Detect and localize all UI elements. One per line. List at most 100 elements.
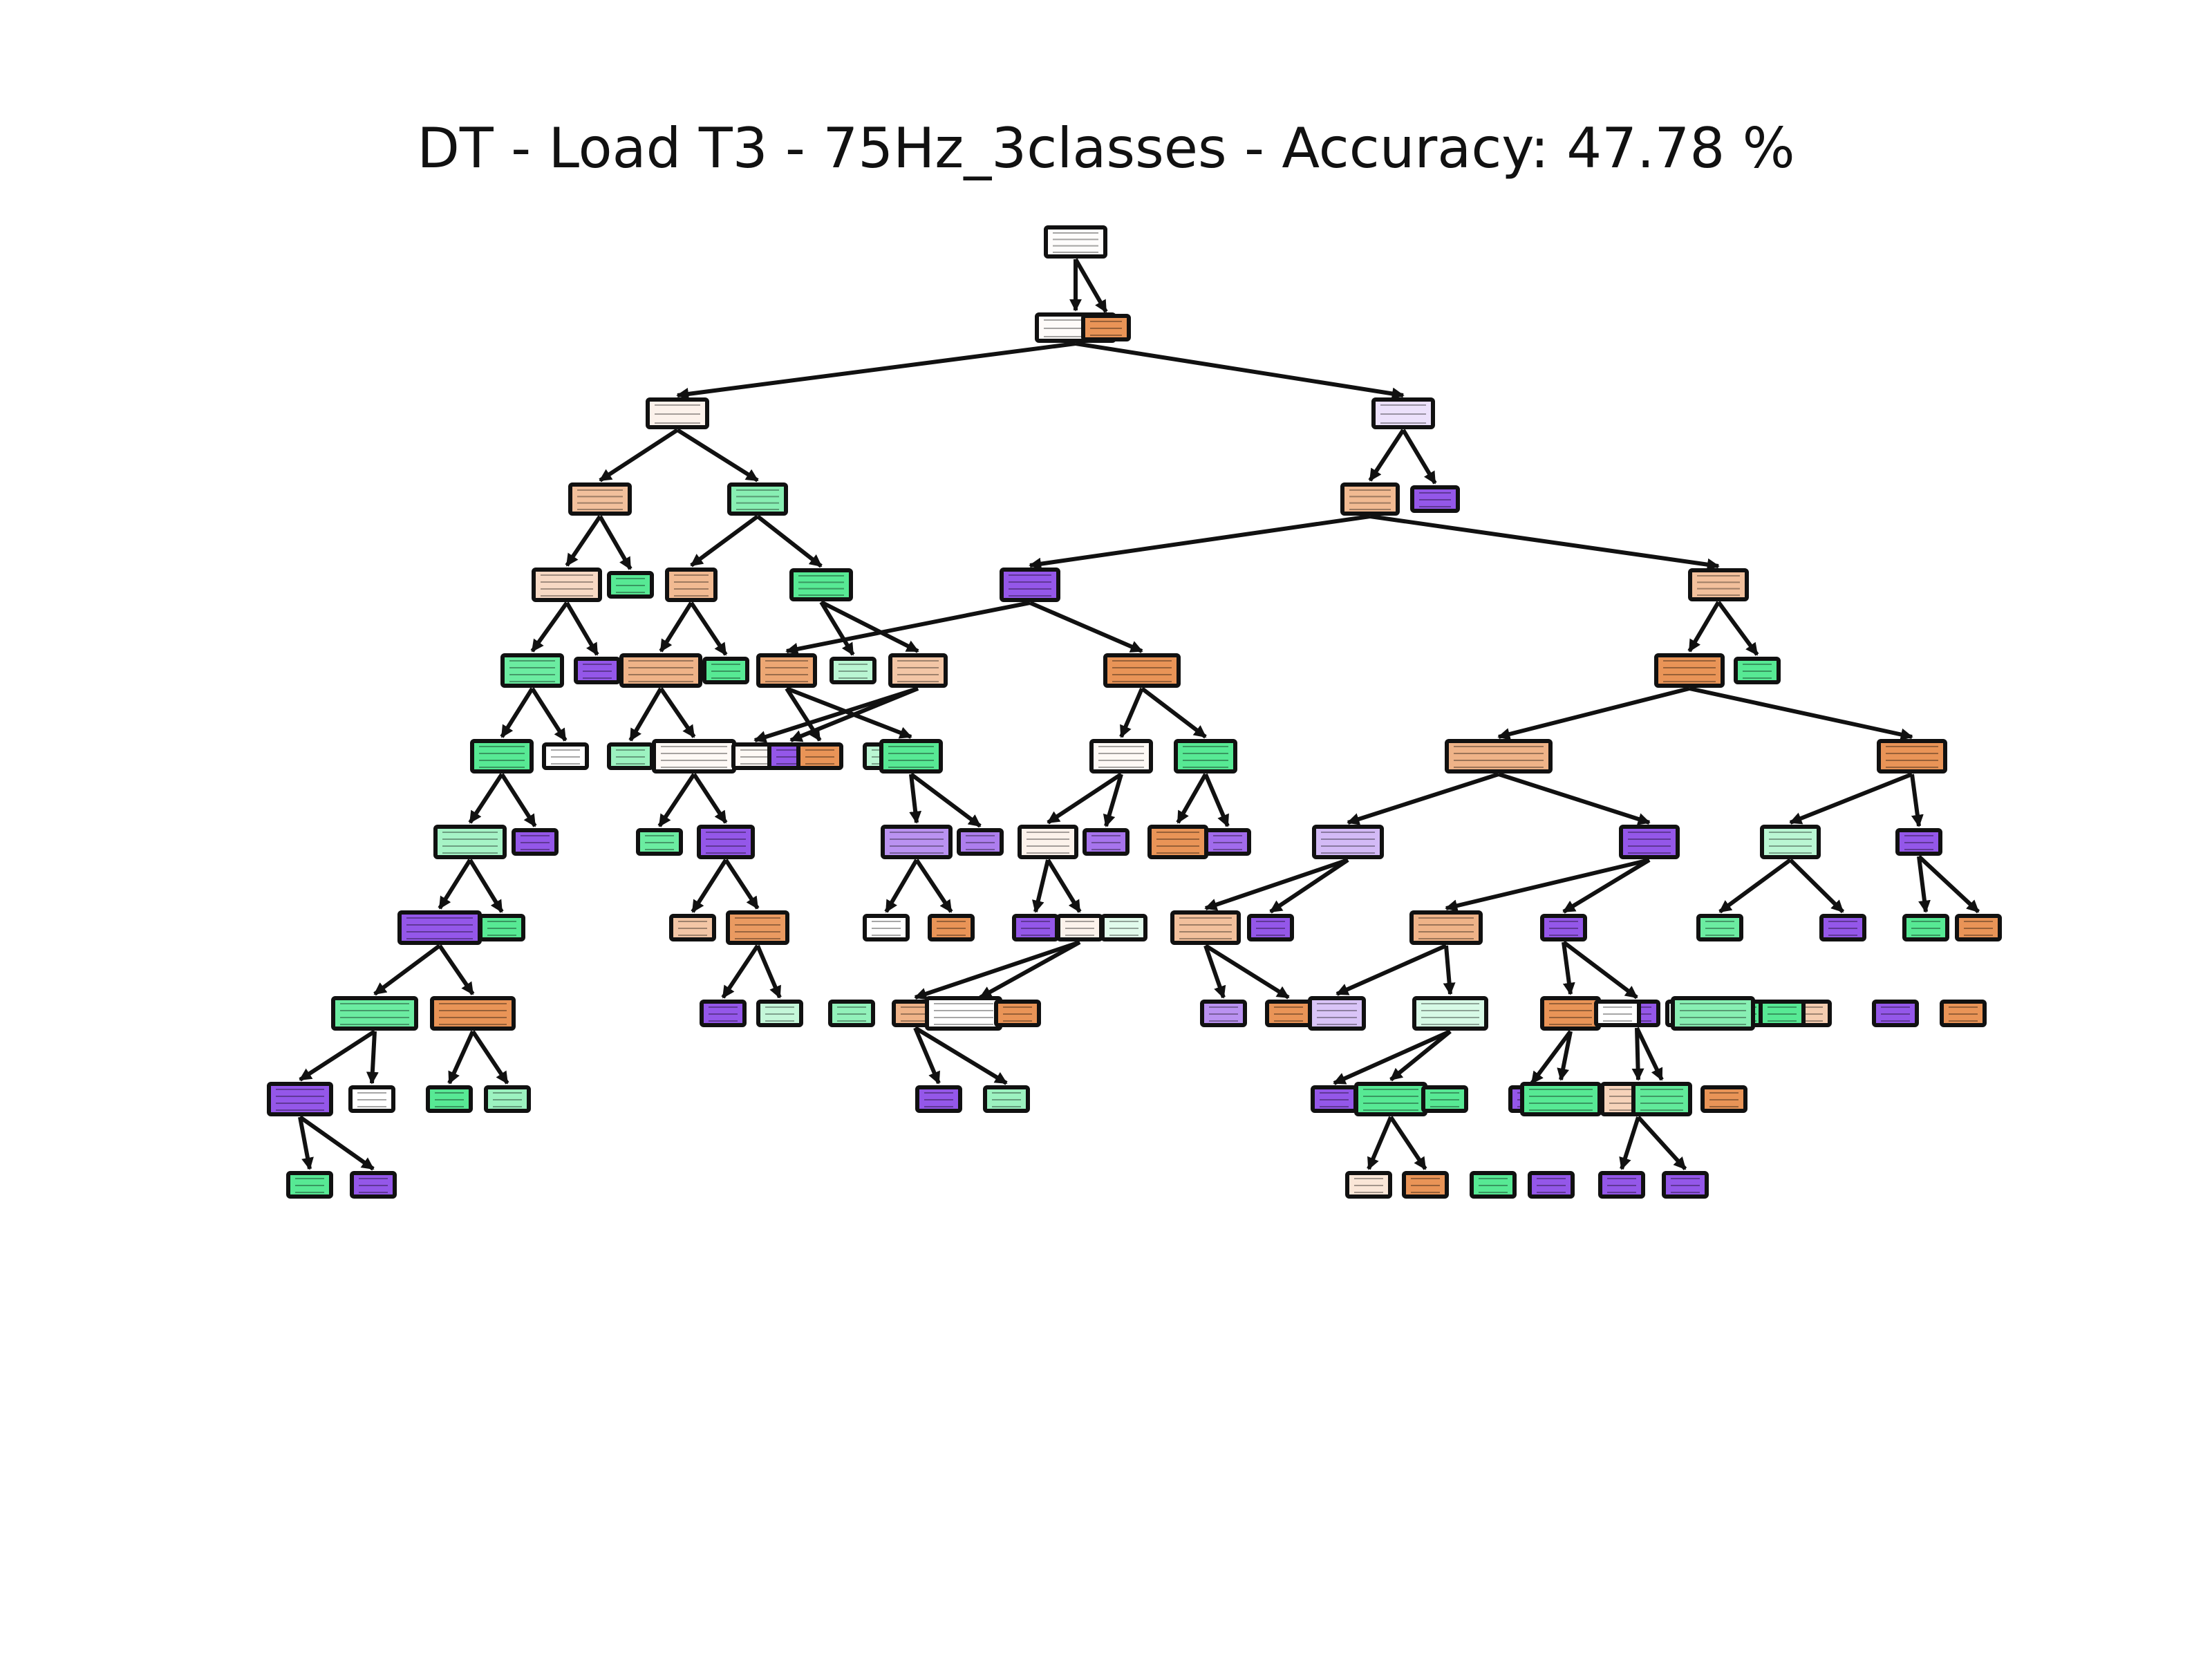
- tree-node-n40: [636, 828, 683, 856]
- tree-node-n112: [1598, 1171, 1645, 1199]
- tree-edge-n11-n17: [659, 601, 693, 653]
- tree-edge-n5-n10: [598, 515, 632, 570]
- tree-node-n70: [430, 996, 516, 1031]
- tree-node-n105: [1700, 1085, 1747, 1113]
- tree-node-n57: [928, 914, 975, 941]
- tree-node-n96: [915, 1085, 962, 1113]
- tree-node-n49: [1619, 825, 1680, 859]
- tree-node-n92: [267, 1082, 333, 1116]
- tree-node-n20: [756, 653, 817, 688]
- tree-node-n16: [574, 657, 621, 684]
- tree-node-n56: [863, 914, 910, 941]
- tree-edge-n15-n25: [500, 687, 534, 738]
- tree-edge-n103-n112: [1619, 1116, 1640, 1170]
- tree-node-n26: [542, 742, 589, 770]
- tree-node-n9: [532, 568, 602, 602]
- tree-edge-n103-n113: [1636, 1115, 1687, 1171]
- tree-edge-n50-n66: [1788, 858, 1845, 914]
- tree-edge-n59-n75: [979, 940, 1081, 1000]
- tree-node-n55: [726, 910, 789, 945]
- tree-edge-n28-n41: [692, 773, 728, 824]
- tree-edge-n13-n22: [1029, 601, 1143, 653]
- tree-node-n14: [1688, 568, 1749, 601]
- tree-node-n35: [1174, 739, 1237, 774]
- tree-node-n97: [983, 1085, 1030, 1113]
- tree-edge-n15-n26: [530, 687, 568, 742]
- tree-edge-n20-n33: [785, 686, 912, 739]
- tree-node-n39: [512, 828, 559, 856]
- tree-edge-n55-n71: [721, 944, 760, 999]
- tree-node-n113: [1662, 1171, 1709, 1199]
- tree-edge-n1-n3: [676, 341, 1076, 400]
- tree-edge-n61-n78: [1203, 945, 1226, 999]
- tree-node-n64: [1540, 914, 1587, 941]
- tree-edge-n13-n20: [785, 601, 1031, 655]
- tree-node-n44: [1018, 825, 1078, 859]
- tree-node-n33: [879, 739, 943, 774]
- tree-edge-n70-n95: [471, 1030, 509, 1085]
- tree-edge-n37-n50: [1789, 772, 1913, 825]
- tree-node-n31: [796, 742, 843, 770]
- tree-edge-n25-n38: [468, 773, 504, 824]
- tree-edge-n35-n47: [1203, 773, 1230, 827]
- tree-edge-n4-n8: [1401, 429, 1437, 485]
- tree-node-n81: [1412, 996, 1488, 1031]
- tree-node-n87: [1872, 1000, 1919, 1027]
- tree-edges: [298, 258, 1980, 1171]
- tree-node-n37: [1877, 739, 1947, 774]
- tree-edge-n99-n108: [1367, 1116, 1393, 1170]
- tree-node-n93: [348, 1085, 395, 1113]
- tree-edge-n81-n99: [1389, 1029, 1452, 1082]
- tree-edge-n17-n27: [628, 687, 663, 742]
- tree-node-n90: [1671, 996, 1755, 1031]
- tree-edge-n44-n59: [1046, 859, 1082, 913]
- tree-edge-n74-n96: [913, 1027, 941, 1085]
- tree-edge-n20-n31: [785, 687, 822, 742]
- tree-edge-n70-n94: [447, 1030, 475, 1085]
- tree-edge-n23-n36: [1497, 686, 1690, 740]
- tree-node-n4: [1371, 397, 1435, 429]
- tree-edge-n51-n68: [1917, 854, 1980, 914]
- tree-node-n17: [619, 653, 702, 688]
- tree-edge-n44-n58: [1032, 859, 1050, 913]
- tree-node-n104: [1631, 1082, 1692, 1116]
- tree-edge-n7-n14: [1369, 514, 1720, 571]
- tree-node-n12: [789, 568, 853, 601]
- tree-edge-n99-n109: [1389, 1116, 1427, 1170]
- tree-edge-n38-n52: [438, 859, 472, 910]
- tree-edge-n14-n24: [1716, 601, 1759, 656]
- tree-node-n91: [1759, 1000, 1806, 1027]
- tree-node-n67: [1902, 914, 1949, 941]
- tree-edge-n63-n80: [1335, 944, 1447, 996]
- tree-node-n6: [727, 482, 788, 516]
- tree-edge-n34-n45: [1103, 774, 1123, 827]
- tree-edge-n52-n69: [373, 944, 441, 996]
- tree-node-n110: [1470, 1171, 1517, 1199]
- tree-node-n73: [828, 1000, 875, 1027]
- tree-edge-n22-n35: [1141, 686, 1207, 739]
- tree-edge-n51-n67: [1917, 856, 1931, 913]
- tree-edge-n83-n104: [1635, 1027, 1664, 1081]
- tree-node-n71: [700, 1000, 747, 1027]
- tree-node-n66: [1819, 914, 1866, 941]
- tree-node-n89: [1594, 1000, 1641, 1027]
- tree-node-n19: [888, 653, 948, 688]
- tree-edge-n36-n48: [1347, 772, 1499, 825]
- tree-node-n65: [1696, 914, 1743, 941]
- tree-edge-n41-n54: [691, 859, 728, 913]
- tree-edge-n37-n51: [1910, 774, 1924, 827]
- tree-node-n41: [697, 825, 755, 859]
- tree-edge-n6-n11: [690, 514, 759, 568]
- tree-node-n47: [1204, 828, 1251, 856]
- tree-node-n24: [1734, 657, 1781, 684]
- tree-node-n62: [1247, 914, 1294, 941]
- tree-node-n102: [1520, 1082, 1602, 1116]
- tree-node-n51: [1895, 828, 1942, 856]
- tree-edge-n1-n4: [1075, 341, 1405, 400]
- tree-node-n0: [1044, 225, 1107, 259]
- tree-node-n8: [1410, 485, 1460, 513]
- tree-edge-n35-n46: [1176, 773, 1208, 824]
- tree-node-n80: [1308, 996, 1366, 1031]
- tree-edge-n0-n2: [1074, 258, 1108, 313]
